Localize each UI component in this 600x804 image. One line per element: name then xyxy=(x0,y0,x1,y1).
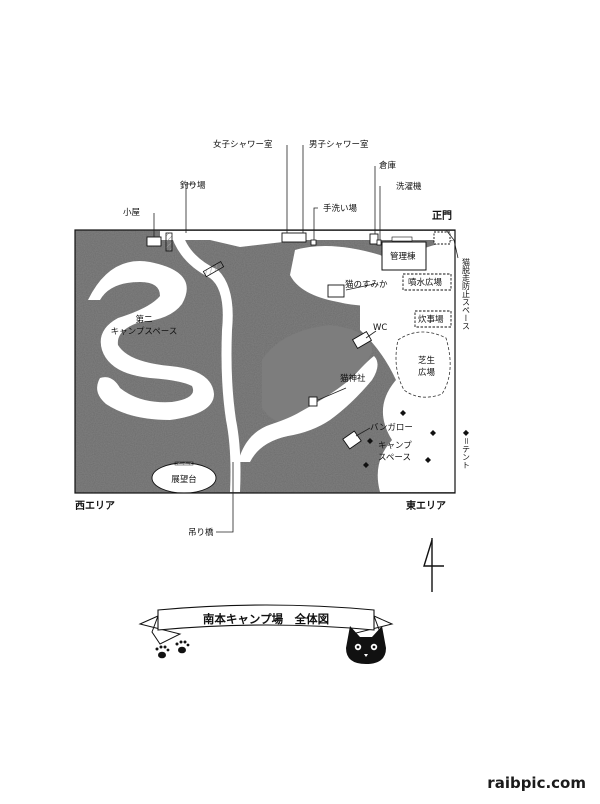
west-area-label: 西エリア xyxy=(75,500,115,512)
washing-machine-label: 洗濯機 xyxy=(396,181,422,192)
east-area-label: 東エリア xyxy=(406,499,446,512)
map-title: 南本キャンプ場 全体図 xyxy=(203,612,329,626)
fishing-pier-icon[interactable] xyxy=(165,232,173,252)
lawn-label-1: 芝生 xyxy=(418,355,436,366)
storage-label: 倉庫 xyxy=(379,160,397,171)
washing-machine-icon xyxy=(376,239,382,246)
storage-icon[interactable] xyxy=(369,233,379,245)
fishing-dock-icon[interactable] xyxy=(202,260,225,278)
cat-escape-label: 猫脱走防止スペース xyxy=(462,257,471,330)
mens-shower-label: 男子シャワー室 xyxy=(309,139,369,150)
leader-lines xyxy=(153,145,459,533)
second-camp-label-1: 第二 xyxy=(135,314,153,325)
tent-markers xyxy=(363,410,436,468)
lawn-label-2: 広場 xyxy=(418,367,436,378)
cat-home-icon[interactable] xyxy=(327,284,345,298)
camp-space-label-1: キャンプ xyxy=(378,441,412,451)
management-building[interactable] xyxy=(381,236,427,271)
hut-label: 小屋 xyxy=(123,207,141,218)
shrine-icon[interactable] xyxy=(308,396,318,407)
wc-label: WC xyxy=(373,323,387,333)
cat-home-label: 猫のすみか xyxy=(345,279,388,290)
north-arrow-icon xyxy=(423,538,444,592)
bungalow-label: バンガロー xyxy=(370,422,413,433)
second-camp-label-2: キャンプスペース xyxy=(111,327,178,337)
handwash-label: 手洗い場 xyxy=(323,203,358,214)
tent-legend: ◆＝テント xyxy=(462,428,471,469)
clearings xyxy=(88,231,455,493)
main-gate-icon[interactable] xyxy=(433,231,451,245)
cooking-label: 炊事場 xyxy=(418,314,444,325)
watermark: raibpic.com xyxy=(487,774,586,792)
fishing-label: 釣り場 xyxy=(180,180,206,191)
womens-shower-label: 女子シャワー室 xyxy=(213,139,273,150)
handwash-icon xyxy=(310,239,317,246)
cat-shrine-label: 猫神社 xyxy=(340,373,366,384)
map-frame xyxy=(74,229,456,494)
shower-building-icon[interactable] xyxy=(281,232,307,243)
camp-space-label-2: スペース xyxy=(378,453,411,463)
management-label: 管理棟 xyxy=(390,251,416,262)
lawn-plaza-outline xyxy=(395,331,451,398)
cooking-area-box[interactable] xyxy=(414,310,452,328)
fountain-plaza-label: 噴水広場 xyxy=(408,277,443,288)
observation-label: 展望台 xyxy=(171,474,197,485)
cat-face-icon xyxy=(346,626,386,664)
suspension-bridge-label: 吊り橋 xyxy=(188,527,214,538)
paw-print-icon xyxy=(155,640,190,659)
main-gate-label: 正門 xyxy=(432,210,452,222)
hut-icon[interactable] xyxy=(146,236,162,247)
fountain-plaza-box[interactable] xyxy=(402,273,452,291)
